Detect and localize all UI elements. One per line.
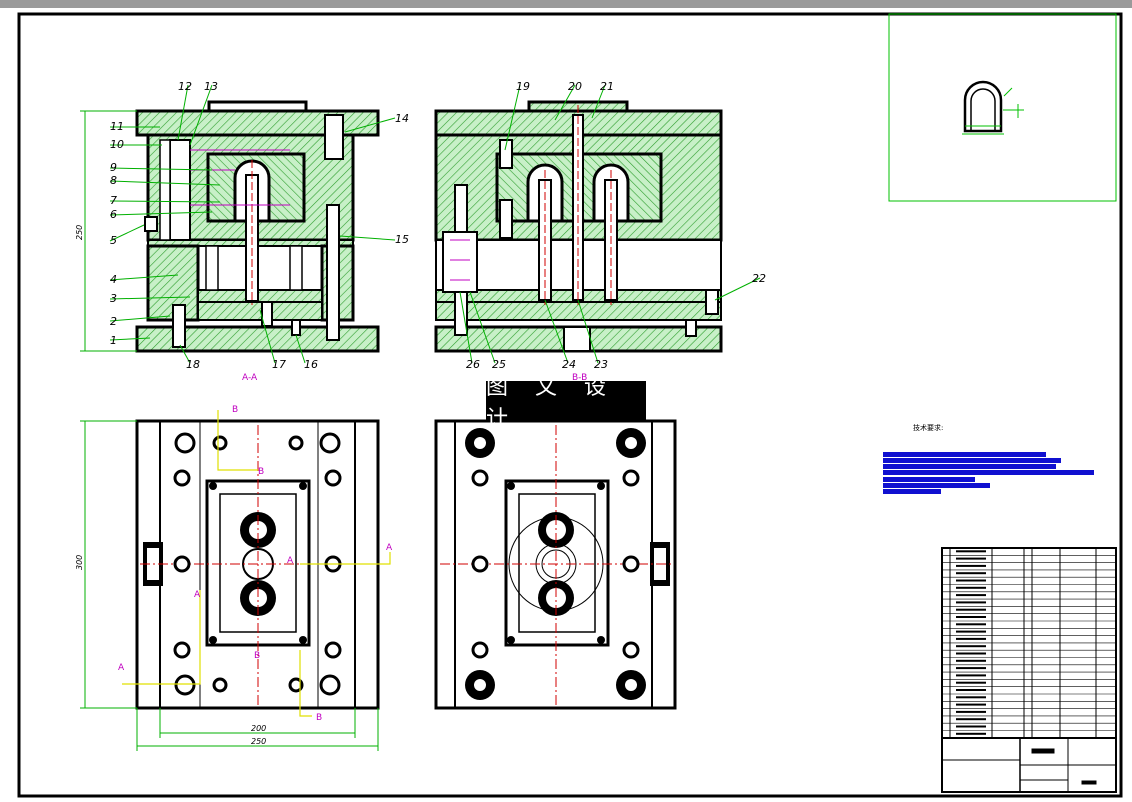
tech-line-4	[883, 470, 1094, 475]
parts-row-entry	[956, 718, 986, 721]
parts-row-entry	[956, 601, 986, 604]
section-view-b-b	[434, 100, 723, 353]
part-number-3: 3	[110, 292, 117, 305]
marker-a-left: A	[118, 663, 125, 673]
parts-list-rows	[942, 550, 1116, 739]
parts-row-entry	[956, 689, 986, 691]
part-number-21: 21	[600, 80, 614, 93]
part-number-5: 5	[110, 234, 117, 247]
parts-row-entry	[956, 586, 986, 589]
part-number-16: 16	[304, 358, 318, 371]
leaders-a-a	[109, 84, 396, 364]
part-number-2: 2	[110, 315, 117, 328]
part-number-4: 4	[110, 273, 117, 286]
marker-b-bottom: B	[316, 713, 322, 723]
parts-row-entry	[956, 616, 986, 618]
part-number-18: 18	[186, 358, 200, 371]
parts-row-entry	[956, 550, 986, 553]
window-top-strip	[0, 0, 1132, 8]
parts-row-entry	[956, 579, 986, 582]
leaders-b-b	[459, 84, 761, 364]
parts-row-entry	[956, 710, 986, 713]
part-number-10: 10	[110, 138, 124, 151]
tech-line-5	[883, 477, 975, 482]
part-numbers: 1 2 3 4 5 6 7 8 9 10 11 12 13 14 15 18 1…	[110, 80, 766, 371]
parts-row-entry	[956, 674, 986, 677]
parts-row-entry	[956, 667, 986, 670]
part-number-23: 23	[594, 358, 608, 371]
part-number-15: 15	[395, 233, 409, 246]
part-number-6: 6	[110, 208, 117, 221]
part-number-22: 22	[752, 272, 766, 285]
parts-row-entry	[956, 594, 986, 597]
parts-row-entry	[956, 557, 986, 560]
part-number-9: 9	[110, 161, 117, 174]
part-number-26: 26	[466, 358, 480, 371]
section-markers: B B B A A A A B	[118, 405, 393, 723]
dimension-height-300: 300	[75, 555, 84, 570]
part-number-17: 17	[272, 358, 286, 371]
tech-line-3	[883, 464, 1056, 469]
part-number-14: 14	[395, 112, 409, 125]
parts-row-entry	[956, 659, 986, 662]
part-number-7: 7	[110, 194, 117, 207]
title-block	[941, 737, 1117, 793]
dimension-texts: 250 300 200 250	[75, 225, 266, 746]
parts-row-entry	[956, 652, 986, 655]
part-number-25: 25	[492, 358, 506, 371]
watermark-banner: 图 文 设 计	[486, 375, 646, 432]
section-view-a-a	[135, 100, 380, 353]
part-number-12: 12	[178, 80, 192, 93]
section-cut-lines	[122, 410, 391, 717]
marker-b-inner: B	[258, 467, 264, 477]
parts-row-entry	[956, 572, 986, 575]
technical-requirements-title: 技术要求:	[913, 424, 944, 432]
parts-row-entry	[956, 608, 986, 611]
plan-view-fixed-half	[434, 419, 677, 710]
dimension-height-250: 250	[75, 225, 84, 240]
parts-row-entry	[956, 637, 986, 640]
part-number-1: 1	[110, 334, 117, 347]
part-number-24: 24	[562, 358, 576, 371]
parts-row-entry	[956, 703, 986, 706]
parts-row-entry	[956, 725, 986, 728]
dimension-lines	[80, 110, 379, 751]
section-title-a-a: A-A	[242, 373, 258, 383]
marker-a-inner-left: A	[194, 590, 201, 600]
marker-b-inner-bottom: B	[254, 651, 260, 661]
tech-line-1	[883, 452, 1046, 457]
section-titles: A-A B-B	[242, 373, 587, 383]
plan-view-moving-half	[135, 419, 380, 710]
part-number-8: 8	[110, 174, 117, 187]
parts-row-entry	[956, 645, 986, 648]
parts-row-entry	[956, 696, 986, 699]
tech-line-2	[883, 458, 1061, 463]
part-preview-frame	[888, 13, 1117, 202]
marker-a-inner: A	[287, 556, 294, 566]
tech-line-6	[883, 483, 990, 488]
part-number-19: 19	[516, 80, 530, 93]
part-number-11: 11	[110, 120, 124, 133]
marker-a-right: A	[386, 543, 393, 553]
parts-row-entry	[956, 630, 986, 633]
parts-row-entry	[956, 564, 986, 567]
dimension-width-200: 200	[251, 724, 266, 733]
parts-row-entry	[956, 681, 986, 684]
section-title-b-b: B-B	[572, 373, 587, 383]
part-sketch	[962, 80, 1024, 135]
part-number-20: 20	[568, 80, 582, 93]
marker-b-top: B	[232, 405, 238, 415]
parts-row-entry	[956, 623, 986, 626]
tech-line-7	[883, 489, 941, 494]
dimension-width-250: 250	[251, 737, 266, 746]
part-number-13: 13	[204, 80, 218, 93]
parts-row-entry	[956, 732, 986, 735]
